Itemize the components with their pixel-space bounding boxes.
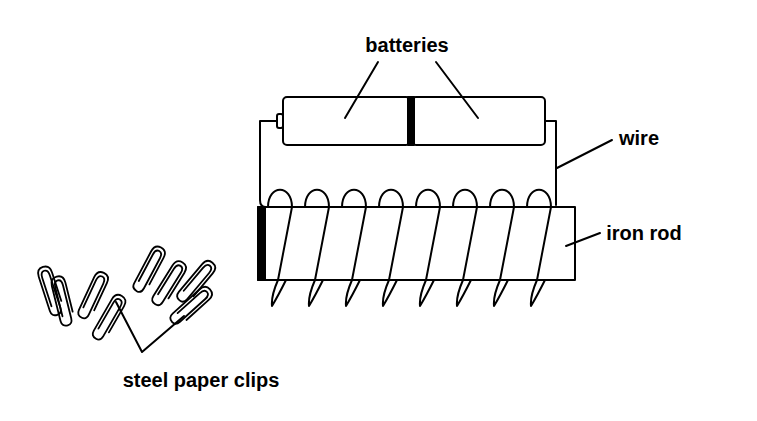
part-label: wire — [619, 126, 659, 150]
paper-clip — [50, 275, 76, 327]
coil-turn — [342, 190, 366, 306]
leader-line — [557, 140, 612, 168]
wire-lead — [260, 121, 277, 207]
paper-clip-wire — [91, 292, 128, 342]
wire-coil — [268, 190, 551, 306]
leader-line — [116, 302, 184, 352]
part-label: steel paper clips — [123, 368, 280, 392]
part-label: batteries — [365, 33, 448, 57]
paper-clip — [168, 284, 215, 328]
paper-clip — [175, 258, 218, 305]
leader-line — [436, 62, 478, 118]
part-label: iron rod — [606, 221, 682, 245]
coil-turn — [268, 190, 292, 306]
coil-turn — [527, 190, 551, 306]
paper-clips — [36, 244, 218, 343]
coil-turn — [490, 190, 514, 306]
coil-turn — [379, 190, 403, 306]
leader-line — [345, 62, 378, 118]
paper-clip — [76, 270, 110, 321]
battery-junction — [408, 97, 414, 145]
coil-turn — [305, 190, 329, 306]
battery — [412, 97, 545, 145]
paper-clip-wire — [50, 275, 76, 327]
paper-clip-wire — [175, 258, 218, 305]
battery — [283, 97, 410, 145]
iron-rod — [258, 207, 575, 280]
rod-end — [258, 207, 265, 280]
paper-clip-wire — [168, 284, 215, 328]
coil-turn — [416, 190, 440, 306]
coil-turn — [453, 190, 477, 306]
paper-clip — [91, 292, 128, 342]
leader-line — [566, 233, 600, 246]
paper-clip-wire — [76, 270, 110, 321]
